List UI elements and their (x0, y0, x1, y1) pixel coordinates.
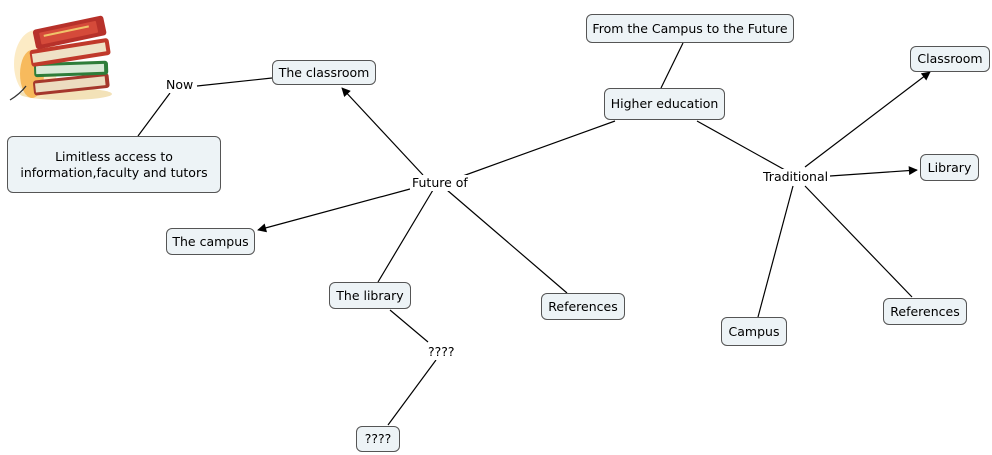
link-traditional-campus (757, 185, 794, 318)
node-unknown[interactable]: ???? (356, 426, 400, 452)
link-future-of-the-classroom (341, 87, 424, 176)
link-now-limitless (137, 92, 171, 137)
link-unknown-node (387, 359, 437, 426)
node-campus[interactable]: Campus (721, 317, 787, 346)
link-higher-education-future-of (459, 120, 616, 178)
link-future-of-the-campus (257, 188, 411, 233)
link-future-of-references (446, 189, 568, 294)
node-limitless-access[interactable]: Limitless access to information,faculty … (7, 136, 221, 193)
stack-of-books-icon (9, 15, 112, 101)
link-label-future-of: Future of (410, 175, 470, 191)
node-the-classroom[interactable]: The classroom (272, 60, 376, 85)
link-root-higher-education (660, 42, 684, 89)
link-the-classroom-now (196, 77, 273, 87)
link-the-library-unknown (389, 309, 429, 343)
link-traditional-classroom (804, 71, 931, 168)
link-future-of-the-library (377, 189, 434, 283)
link-higher-education-traditional (696, 120, 786, 171)
link-label-now: Now (164, 77, 196, 93)
node-references-right[interactable]: References (883, 298, 967, 325)
link-traditional-references (804, 185, 913, 298)
node-references-left[interactable]: References (541, 293, 625, 320)
node-higher-education[interactable]: Higher education (604, 88, 725, 120)
node-library[interactable]: Library (920, 154, 979, 181)
node-the-library[interactable]: The library (329, 282, 411, 309)
node-classroom[interactable]: Classroom (910, 46, 990, 72)
node-root-topic[interactable]: From the Campus to the Future (586, 14, 794, 43)
node-the-campus[interactable]: The campus (166, 228, 255, 255)
link-label-unknown: ???? (426, 344, 457, 360)
link-label-traditional: Traditional (761, 169, 831, 185)
link-traditional-library (829, 166, 918, 177)
